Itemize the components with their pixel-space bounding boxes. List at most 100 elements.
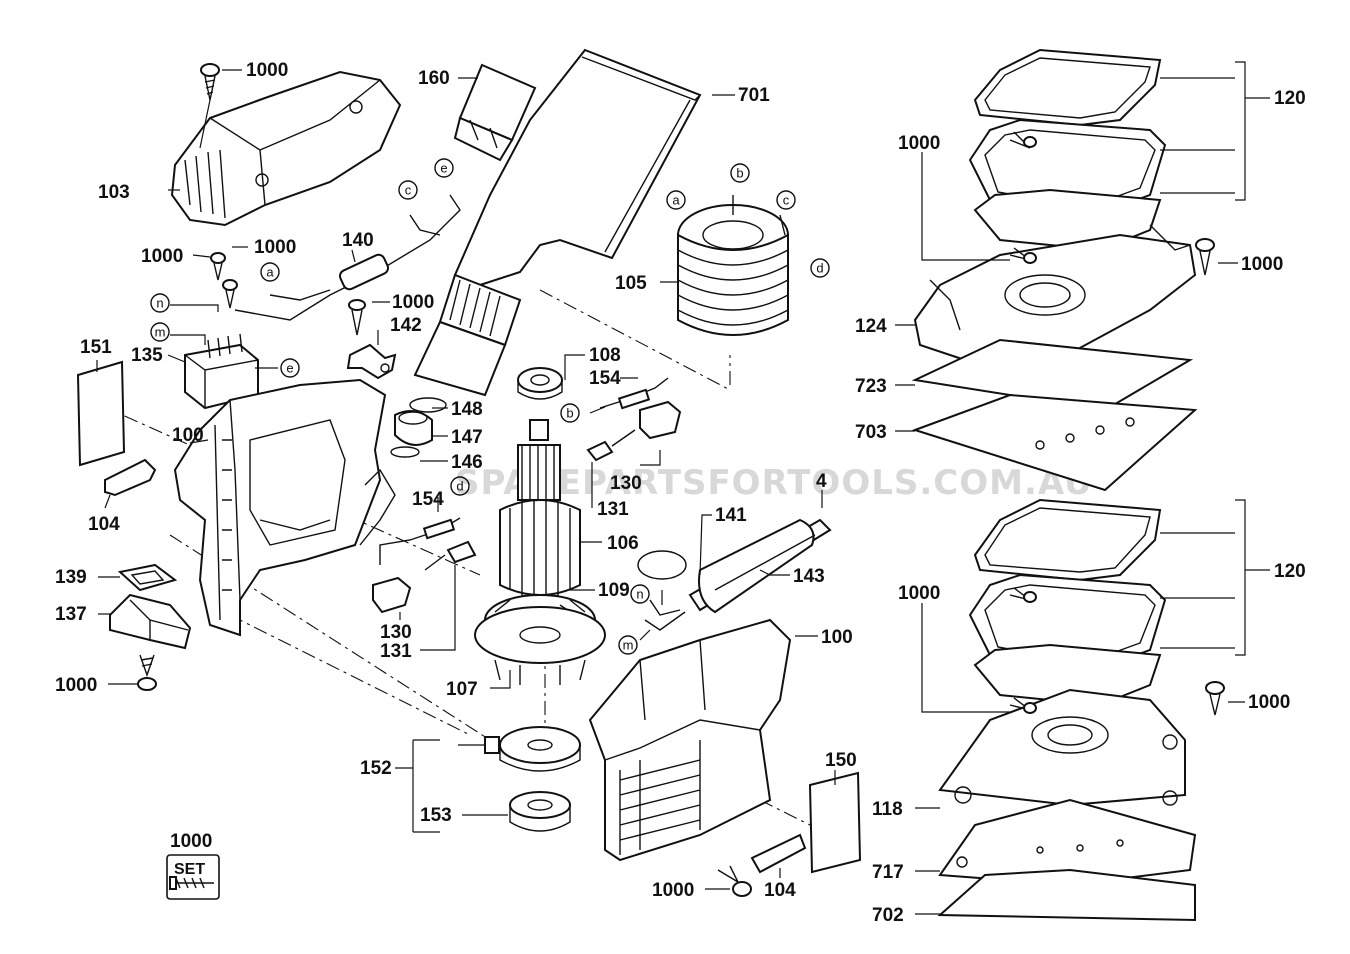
- wire-n-m: [644, 599, 686, 631]
- label-154-top: 154: [589, 368, 621, 389]
- bearing-153: [509, 791, 571, 832]
- latch-104-bottom: [750, 833, 807, 874]
- label-plate-150: [808, 771, 862, 874]
- screw-icon-rb3: [1009, 697, 1037, 714]
- dust-nozzle-160: [453, 63, 537, 162]
- label-1000-rt: 1000: [898, 133, 940, 154]
- label-154-mid: 154: [412, 489, 444, 510]
- sanding-base-124: [913, 224, 1197, 377]
- letter-d-coil: d: [816, 261, 823, 276]
- label-153: 153: [420, 805, 452, 826]
- label-137: 137: [55, 604, 87, 625]
- label-105: 105: [615, 273, 647, 294]
- label-4: 4: [816, 471, 827, 492]
- letter-a-coil: a: [672, 193, 680, 208]
- label-1000-c: 1000: [392, 292, 434, 313]
- label-723: 723: [855, 376, 887, 397]
- label-1000-rb: 1000: [898, 583, 940, 604]
- label-135: 135: [131, 345, 163, 366]
- leader-lines: [96, 61, 1270, 915]
- letter-m-left: m: [155, 325, 166, 340]
- housing-half-100-left: [173, 378, 396, 637]
- label-120-top: 120: [1274, 88, 1306, 109]
- screw-set-box: [166, 854, 220, 900]
- label-130-top: 130: [610, 473, 642, 494]
- bearing-cap-152: [484, 726, 581, 772]
- label-131-top: 131: [597, 499, 629, 520]
- label-1000-a: 1000: [141, 246, 183, 267]
- housing-cover-103: [170, 70, 402, 227]
- label-124: 124: [855, 316, 887, 337]
- screw-icon-bl: [137, 654, 157, 691]
- brush-spring-154-mid: [379, 517, 461, 565]
- letter-b-brush: b: [566, 406, 573, 421]
- block-137: [109, 593, 192, 650]
- label-141: 141: [715, 505, 747, 526]
- label-139: 139: [55, 567, 87, 588]
- housing-half-100-right: [588, 618, 792, 862]
- screw-icon-small-b: [222, 279, 238, 309]
- screw-icon-rt2: [1195, 238, 1215, 276]
- label-1000-b: 1000: [254, 237, 296, 258]
- screw-icon-small-c: [348, 299, 366, 336]
- armature-106: [499, 419, 581, 598]
- label-131-mid: 131: [380, 641, 412, 662]
- letter-d-brush: d: [456, 479, 463, 494]
- frame-120-top-a: [973, 48, 1162, 127]
- brush-holder-130-top: [639, 400, 682, 440]
- ring-148: [409, 397, 447, 413]
- label-1000-top: 1000: [246, 60, 288, 81]
- screw-icon: [200, 63, 220, 101]
- letter-c-coil: c: [783, 193, 790, 208]
- label-plate-151: [76, 360, 126, 467]
- sanding-sheet-702: [937, 868, 1196, 922]
- label-107: 107: [446, 679, 478, 700]
- fan-disc-107: [474, 606, 606, 685]
- carbon-brush-131-top: [586, 429, 636, 462]
- label-100-right: 100: [821, 627, 853, 648]
- watermark-text: SPAREPARTSFORTOOLS.COM.AU: [455, 463, 1093, 503]
- label-143: 143: [793, 566, 825, 587]
- letter-b-coil: b: [736, 166, 743, 181]
- letter-c-left: c: [405, 183, 412, 198]
- bushing-147: [394, 410, 433, 446]
- label-703: 703: [855, 422, 887, 443]
- label-142: 142: [390, 315, 422, 336]
- brush-spring-154-top: [599, 377, 669, 410]
- label-118: 118: [872, 799, 903, 820]
- label-146: 146: [451, 452, 483, 473]
- sanding-sheet-703: [911, 393, 1198, 492]
- ring-146: [390, 446, 420, 458]
- letter-m-right: m: [623, 638, 634, 653]
- label-104-left: 104: [88, 514, 120, 535]
- letter-a-left: a: [266, 265, 274, 280]
- label-109: 109: [598, 580, 630, 601]
- wire-harness-140: [234, 194, 461, 321]
- latch-104-left: [104, 458, 157, 497]
- label-130-mid: 130: [380, 622, 412, 643]
- frame-120-top-c: [973, 188, 1162, 252]
- brush-holder-130-mid: [372, 576, 412, 614]
- screw-icon-small-a: [210, 252, 226, 281]
- letter-e-top: e: [440, 161, 447, 176]
- part-number-labels: 1000 103 160 701 140 1000 1000 1000 142 …: [55, 60, 1306, 926]
- letter-e-left: e: [286, 361, 293, 376]
- label-1000-rt2: 1000: [1241, 254, 1283, 275]
- label-702: 702: [872, 905, 904, 926]
- screw-icon-rt3: [1009, 247, 1037, 264]
- label-108: 108: [589, 345, 621, 366]
- screw-icon-rb: [1009, 587, 1037, 603]
- circlip-141: [637, 550, 687, 580]
- sanding-base-118: [938, 688, 1186, 807]
- label-160: 160: [418, 68, 450, 89]
- label-100-left: 100: [172, 425, 204, 446]
- label-148: 148: [451, 399, 483, 420]
- letter-n-right: n: [636, 587, 643, 602]
- label-104-bottom: 104: [764, 880, 796, 901]
- label-717: 717: [872, 862, 904, 883]
- label-1000-bl: 1000: [55, 675, 97, 696]
- wire-letter-circles: n m e a c e a b c d b d n m: [150, 158, 830, 655]
- gear-shaft-4: [688, 518, 832, 614]
- label-151: 151: [80, 337, 112, 358]
